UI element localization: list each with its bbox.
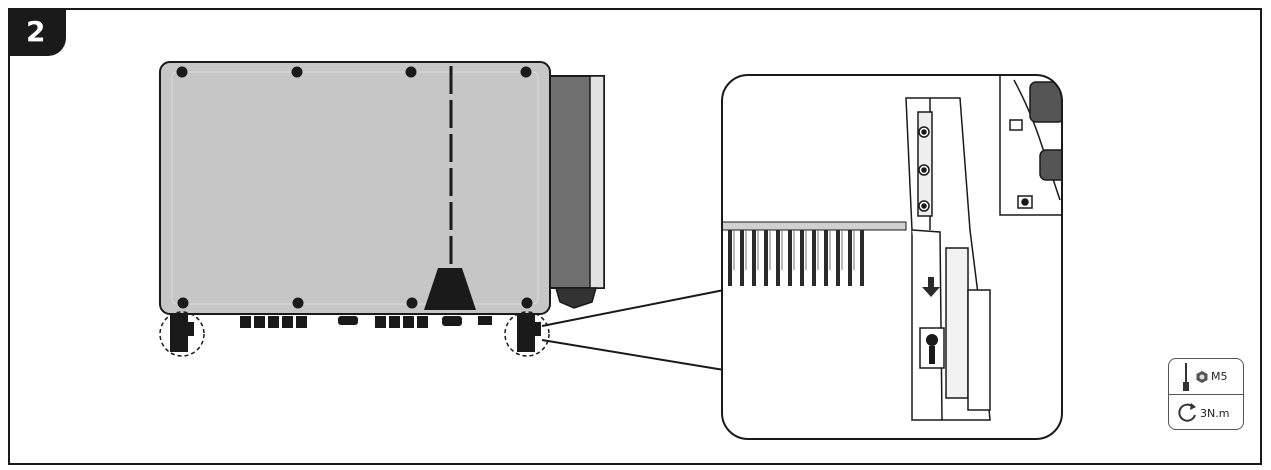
detail-zoom-view — [721, 74, 1063, 440]
housing-fins — [722, 221, 907, 286]
inverter-unit — [159, 61, 605, 357]
screwdriver-icon — [1183, 363, 1189, 391]
foot-screw — [919, 327, 945, 369]
right-foot-highlight — [504, 311, 550, 357]
cover-screw — [176, 66, 188, 78]
side-heatsink — [547, 75, 605, 309]
cover-screws — [176, 66, 533, 309]
wall-plate — [999, 75, 1062, 216]
mounting-feet — [170, 314, 541, 352]
cover-screw — [406, 297, 418, 309]
bottom-handle — [424, 268, 476, 310]
right-mounting-foot — [517, 314, 535, 352]
diagram-frame — [8, 8, 1262, 465]
cover-screw — [177, 297, 189, 309]
bottom-connectors — [240, 316, 492, 328]
torque-value-label: 3N.m — [1200, 407, 1230, 420]
cover-screw — [521, 297, 533, 309]
screw-size-label: M5 — [1211, 370, 1228, 383]
left-mounting-foot — [170, 314, 188, 352]
screw-spec-row: M5 — [1169, 359, 1243, 395]
step-number-badge: 2 — [8, 8, 66, 56]
callout-leader-lines — [541, 289, 725, 371]
cover-screw — [292, 297, 304, 309]
hex-bolt-icon — [1196, 371, 1208, 383]
inverter-housing — [159, 61, 551, 315]
cover-screw — [291, 66, 303, 78]
torque-spec-row: 3N.m — [1169, 395, 1243, 429]
screw-spec-card: M5 3N.m — [1168, 358, 1244, 430]
cover-screw — [520, 66, 532, 78]
torque-rotation-icon — [1178, 403, 1196, 422]
cover-screw — [405, 66, 417, 78]
left-foot-highlight — [159, 311, 205, 357]
insert-screw-arrow — [922, 277, 940, 297]
